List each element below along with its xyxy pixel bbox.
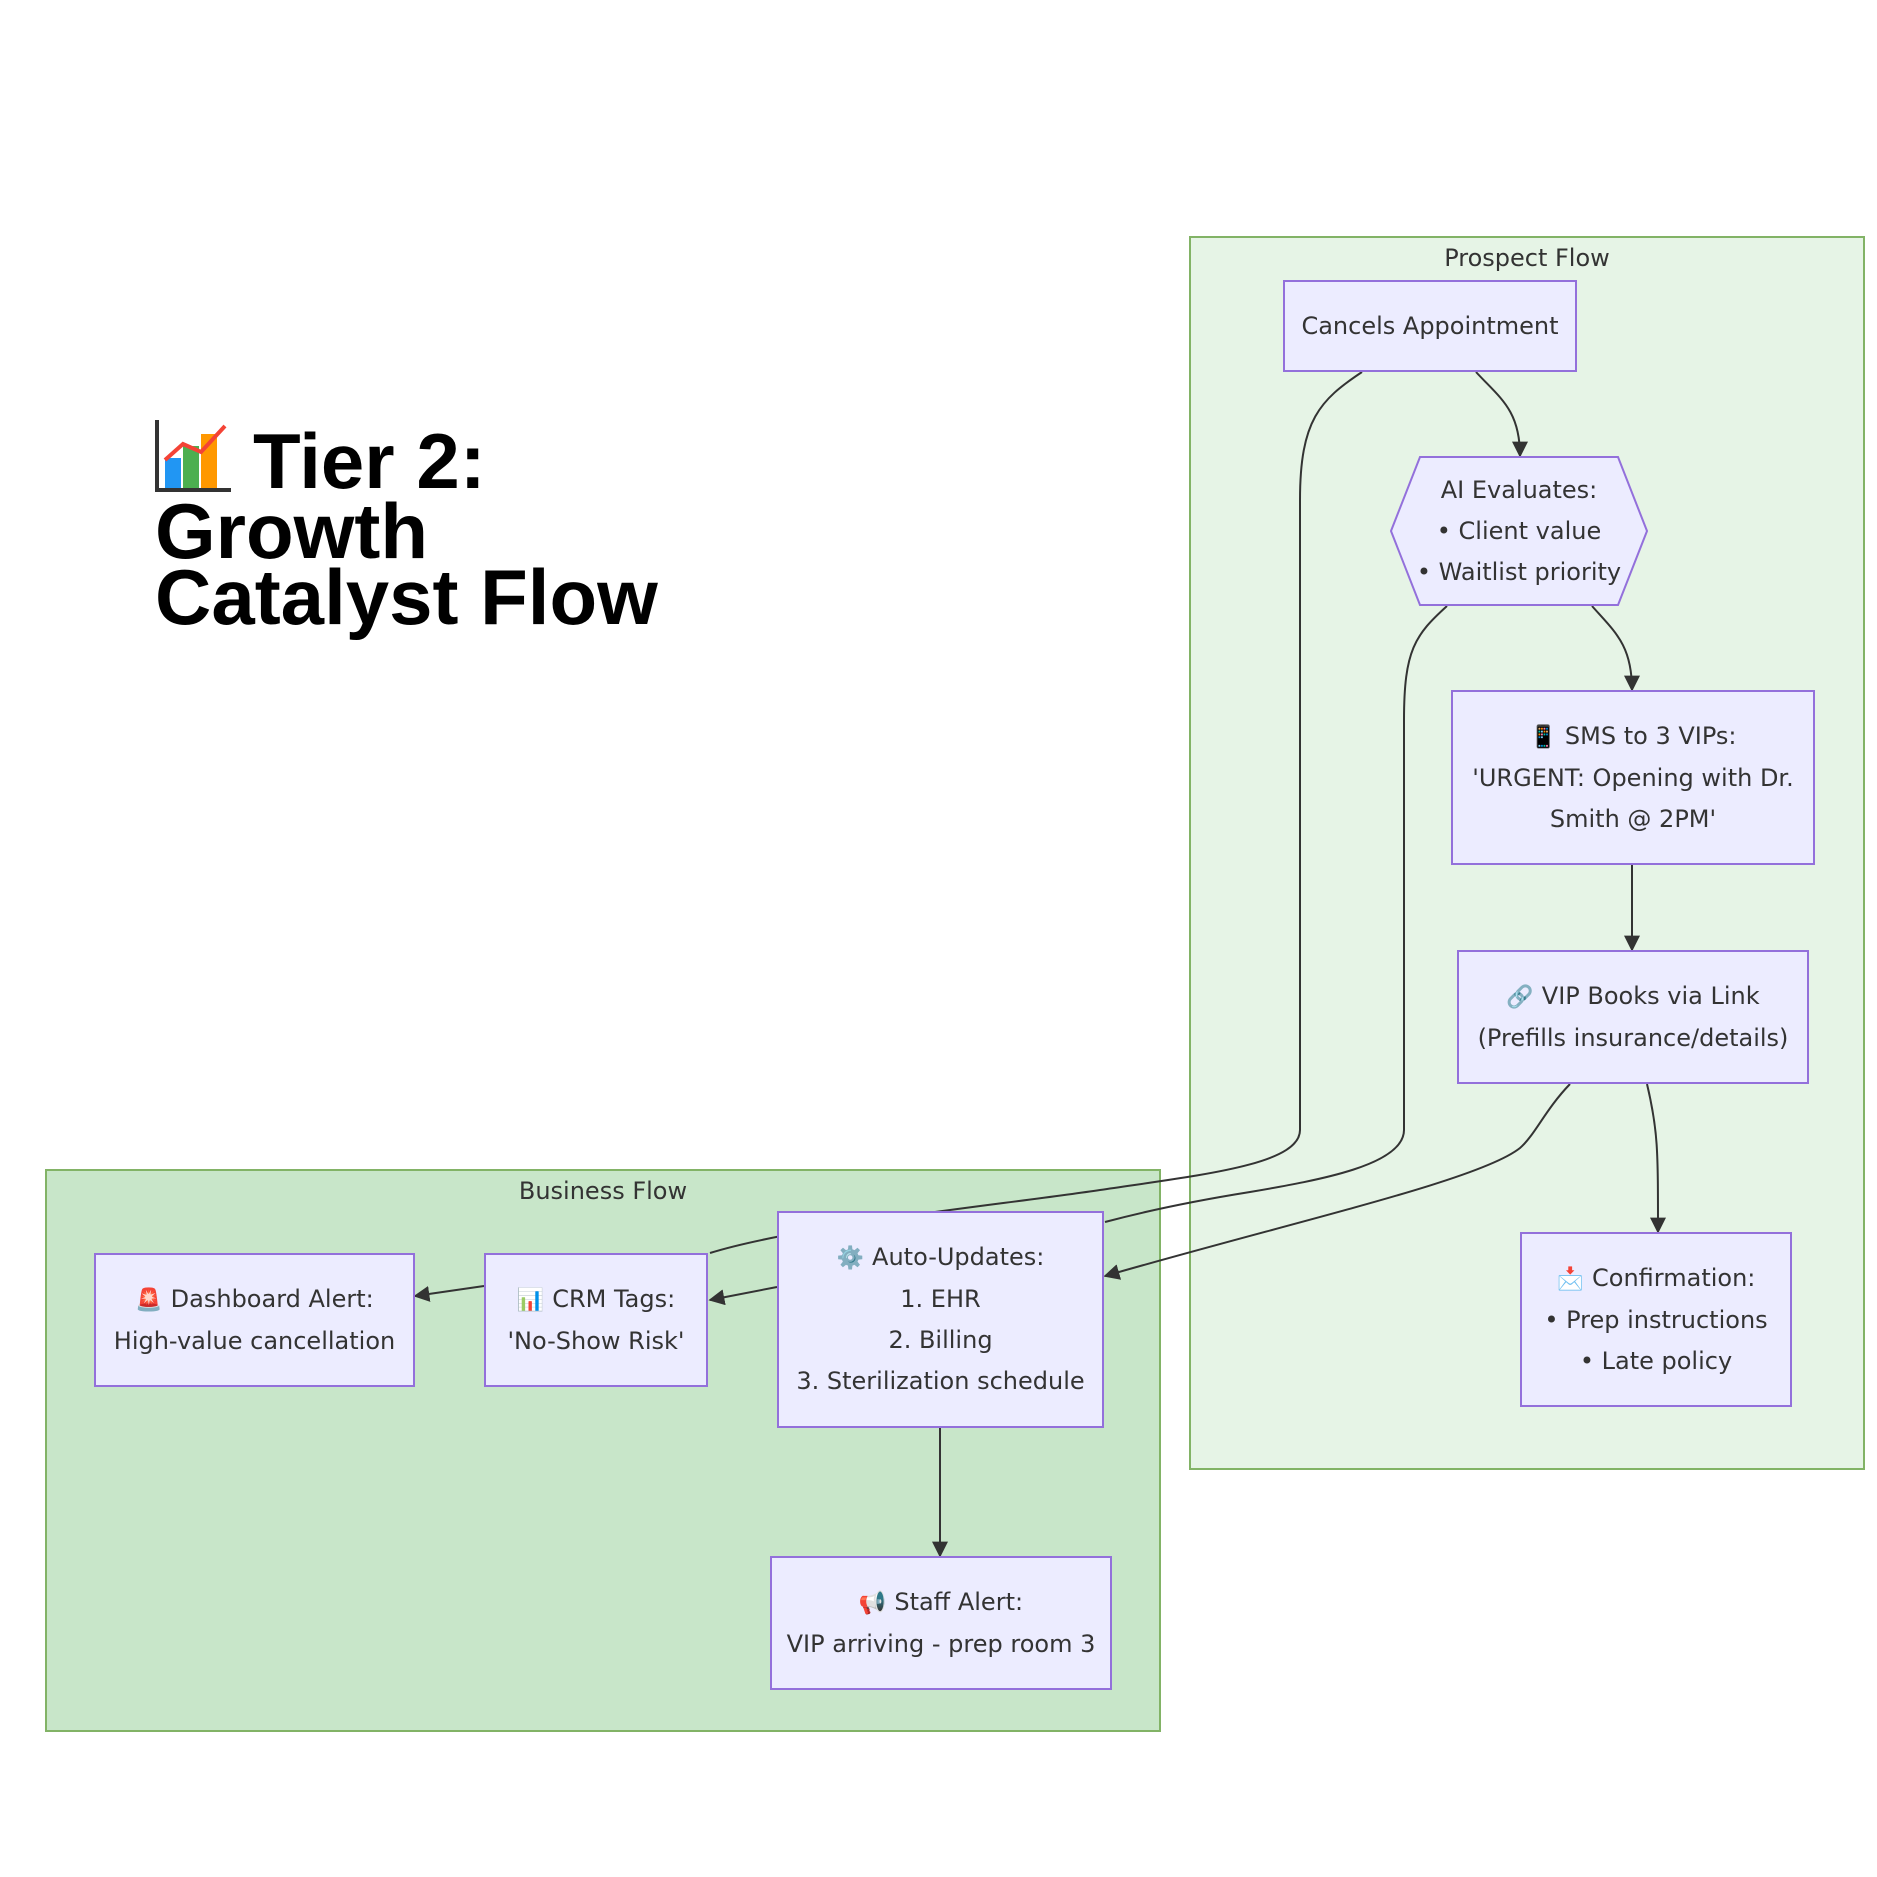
diagram-title: Tier 2: Growth Catalyst Flow bbox=[155, 420, 855, 641]
node-vip-books[interactable]: 🔗 VIP Books via Link (Prefills insurance/… bbox=[1457, 950, 1809, 1084]
title-line-3: Catalyst Flow bbox=[155, 553, 658, 641]
node-staff-alert[interactable]: 📢 Staff Alert: VIP arriving - prep room 3 bbox=[770, 1556, 1112, 1690]
node-text: Smith @ 2PM' bbox=[1549, 804, 1717, 833]
node-text: SMS to 3 VIPs: bbox=[1564, 721, 1737, 750]
node-crm-tags[interactable]: 📊 CRM Tags: 'No-Show Risk' bbox=[484, 1253, 708, 1387]
node-text: Dashboard Alert: bbox=[170, 1284, 374, 1313]
node-text: Confirmation: bbox=[1592, 1263, 1756, 1292]
bar-chart-icon bbox=[155, 420, 231, 498]
edge-ai-to-auto bbox=[1104, 605, 1448, 1223]
node-text: 'URGENT: Opening with Dr. bbox=[1472, 763, 1794, 792]
mobile-phone-icon: 📱 bbox=[1529, 724, 1557, 750]
node-text: CRM Tags: bbox=[552, 1284, 676, 1313]
node-sms-to-vips[interactable]: 📱 SMS to 3 VIPs: 'URGENT: Opening with Dr… bbox=[1451, 690, 1815, 865]
node-confirmation[interactable]: 📩 Confirmation: • Prep instructions • Lat… bbox=[1520, 1232, 1792, 1407]
siren-icon: 🚨 bbox=[135, 1287, 163, 1313]
gear-icon: ⚙️ bbox=[836, 1246, 865, 1271]
node-text: • Late policy bbox=[1579, 1346, 1733, 1375]
edge-ai-to-sms bbox=[1591, 605, 1640, 692]
node-text: Cancels Appointment bbox=[1301, 311, 1559, 340]
envelope-icon: 📩 bbox=[1556, 1266, 1585, 1292]
node-auto-updates[interactable]: ⚙️ Auto-Updates: 1. EHR 2. Billing 3. Ste… bbox=[777, 1211, 1104, 1428]
edge-cancels-to-crm bbox=[709, 371, 1363, 1254]
node-text: AI Evaluates: bbox=[1440, 475, 1598, 504]
node-cancels-appointment[interactable]: Cancels Appointment bbox=[1283, 280, 1577, 372]
node-text: 'No-Show Risk' bbox=[507, 1326, 685, 1355]
node-dashboard-alert[interactable]: 🚨 Dashboard Alert: High-value cancellatio… bbox=[94, 1253, 415, 1387]
link-icon: 🔗 bbox=[1506, 984, 1534, 1010]
edge-cancels-to-ai bbox=[1475, 371, 1528, 458]
node-text: 1. EHR bbox=[900, 1285, 981, 1313]
node-text: • Prep instructions bbox=[1544, 1305, 1768, 1334]
edge-crm-to-dash bbox=[413, 1285, 485, 1302]
node-text: 2. Billing bbox=[888, 1326, 993, 1354]
bar-chart-icon: 📊 bbox=[516, 1287, 545, 1313]
node-text: • Client value bbox=[1436, 516, 1602, 545]
node-text: High-value cancellation bbox=[113, 1326, 396, 1355]
hexagon-shape bbox=[1389, 456, 1649, 606]
node-text: VIP arriving - prep room 3 bbox=[786, 1629, 1096, 1658]
edge-auto-to-crm bbox=[708, 1286, 778, 1306]
node-text: Auto-Updates: bbox=[872, 1243, 1045, 1271]
title-line-2: Growth bbox=[155, 487, 428, 575]
node-text: VIP Books via Link bbox=[1541, 981, 1760, 1010]
megaphone-icon: 📢 bbox=[858, 1590, 887, 1616]
edge-vip-to-confirm bbox=[1646, 1083, 1666, 1234]
node-text: Staff Alert: bbox=[894, 1587, 1024, 1616]
node-text: • Waitlist priority bbox=[1416, 557, 1622, 586]
group-label: Prospect Flow bbox=[1444, 244, 1610, 272]
node-text: (Prefills insurance/details) bbox=[1477, 1023, 1789, 1052]
node-text: 3. Sterilization schedule bbox=[796, 1367, 1085, 1395]
edge-vip-to-auto bbox=[1103, 1083, 1571, 1280]
title-line-1: Tier 2: bbox=[155, 420, 855, 500]
node-ai-evaluates[interactable]: AI Evaluates: • Client value • Waitlist … bbox=[1389, 456, 1649, 606]
group-label: Business Flow bbox=[518, 1177, 688, 1205]
